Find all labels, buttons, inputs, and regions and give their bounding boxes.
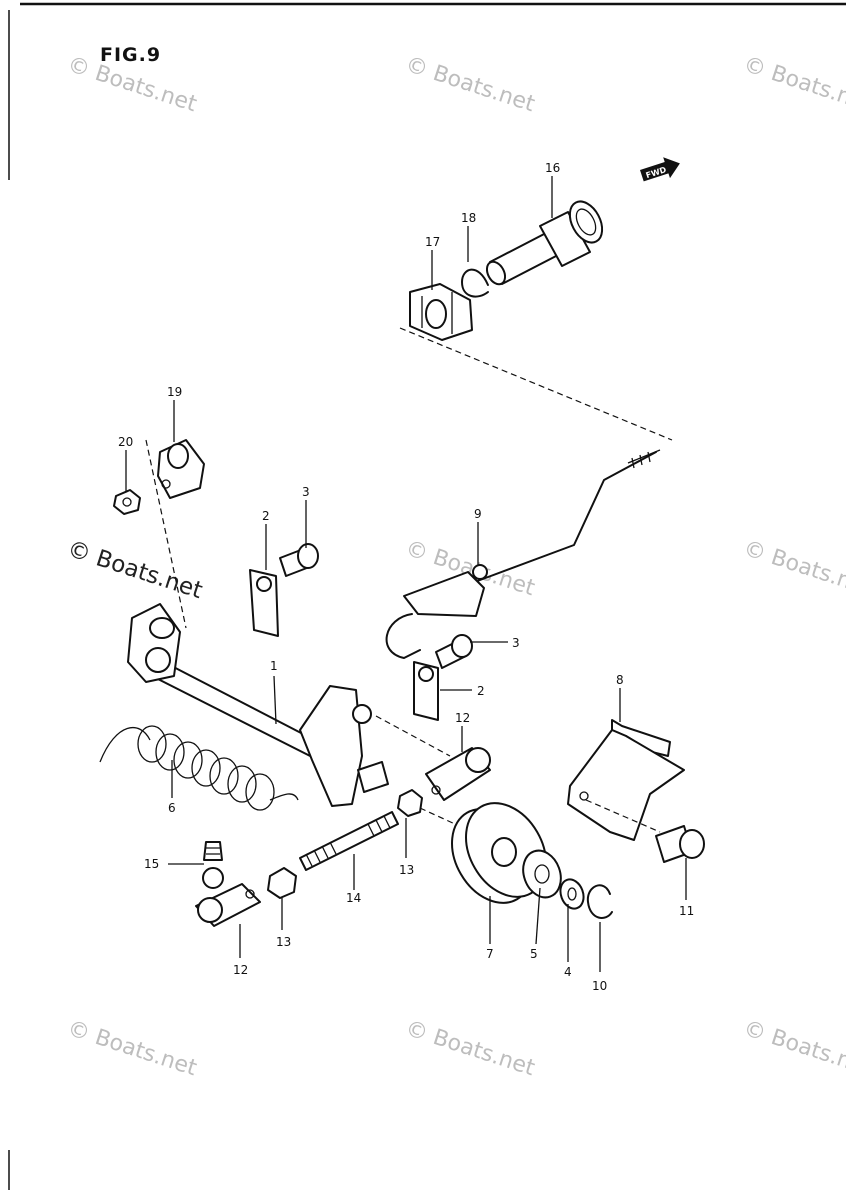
leader-line: [375, 715, 451, 757]
part-15-ball-joint: [202, 841, 224, 889]
callout-20: 20: [118, 435, 133, 449]
part-12-rod-end-lower: [195, 883, 261, 927]
part-3-bolt-lower: [435, 634, 473, 669]
callout-7: 7: [486, 947, 494, 961]
part-1-shift-shaft: [127, 603, 389, 807]
callout-8: 8: [616, 673, 624, 687]
callout-11: 11: [679, 904, 694, 918]
part-13-nut-lower: [267, 867, 297, 899]
part-9-link-rod: [385, 449, 661, 659]
forward-label: FWD: [645, 165, 668, 180]
part-8-bracket: [567, 719, 685, 841]
part-13-nut-upper: [397, 789, 423, 817]
part-10-e-clip: [586, 884, 613, 919]
callout-15: 15: [144, 857, 159, 871]
part-16-knob-shaft: [485, 200, 604, 286]
part-11-bolt: [655, 825, 705, 863]
callout-leaders: [125, 176, 687, 972]
part-2-plate-lower: [413, 661, 439, 721]
leader-line: [399, 327, 673, 441]
part-5-washer: [522, 849, 562, 899]
part-2-plate-upper: [249, 569, 279, 637]
part-19-clamp: [157, 439, 205, 499]
callout-18: 18: [461, 211, 476, 225]
leader-line: [585, 799, 661, 833]
part-12-rod-end-upper: [425, 747, 491, 801]
callout-2-upper: 2: [262, 509, 270, 523]
forward-arrow-icon: FWD: [640, 157, 680, 182]
callout-3-lower: 3: [512, 636, 520, 650]
callout-1: 1: [270, 659, 278, 673]
callout-17: 17: [425, 235, 440, 249]
callout-16: 16: [545, 161, 560, 175]
part-20-nut: [113, 489, 141, 515]
part-4-lock-washer: [559, 878, 585, 910]
part-3-bolt-upper: [279, 543, 319, 577]
callout-4: 4: [564, 965, 572, 979]
callout-12-lower: 12: [233, 963, 248, 977]
part-17-bracket: [409, 283, 473, 341]
callout-5: 5: [530, 947, 538, 961]
leader-line: [145, 439, 187, 629]
figure-title: FIG.9: [100, 44, 162, 66]
callout-12-upper: 12: [455, 711, 470, 725]
callout-13-right: 13: [399, 863, 414, 877]
part-18-clip: [461, 268, 489, 298]
callout-13-left: 13: [276, 935, 291, 949]
part-14-threaded-rod: [299, 811, 399, 871]
callout-3-upper: 3: [302, 485, 310, 499]
callout-10: 10: [592, 979, 607, 993]
callout-2-lower: 2: [477, 684, 485, 698]
callout-19: 19: [167, 385, 182, 399]
callout-14: 14: [346, 891, 361, 905]
callout-9: 9: [474, 507, 482, 521]
callout-6: 6: [168, 801, 176, 815]
part-6-spring: [99, 725, 299, 811]
